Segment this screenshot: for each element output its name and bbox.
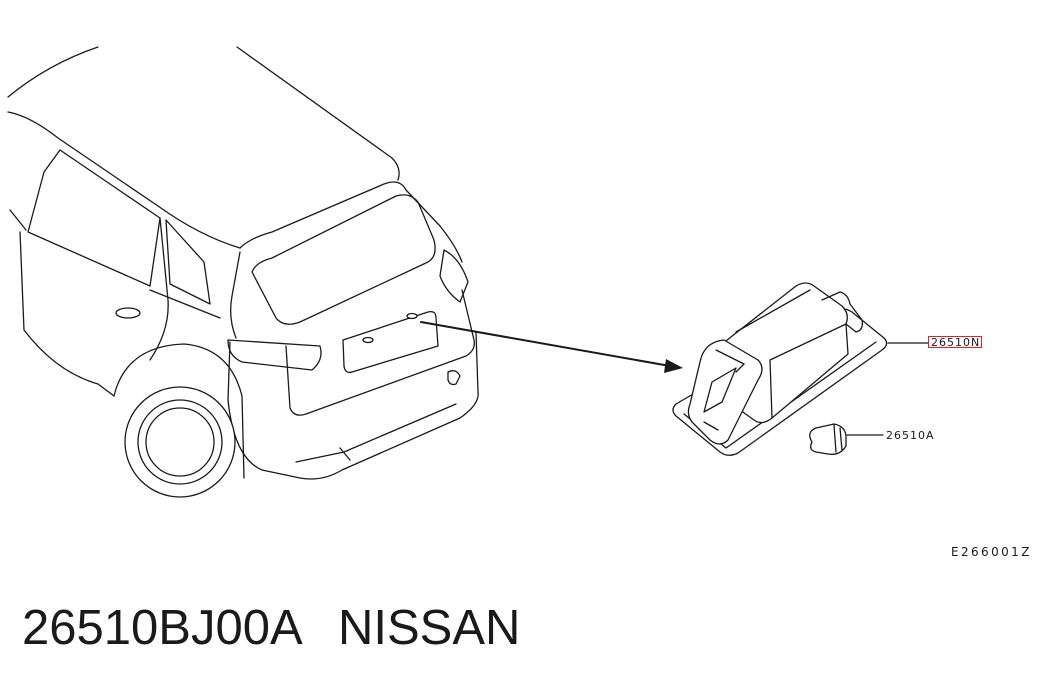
rear-wheel-hub [145,407,215,477]
vehicle-illustration [7,46,479,498]
front-side-window [27,149,161,287]
rear-quarter-window [165,219,211,305]
rear-window-glass [251,194,436,325]
window-belt-line [9,209,221,319]
lamp-housing-top [735,289,847,419]
bumper-lower-trim [295,403,457,463]
lamp-connector [687,339,763,445]
rear-combination-lamp [227,339,322,371]
bulb-glass [809,423,847,455]
license-plate-recess [342,310,439,374]
roof-outline-front [7,46,99,98]
bulb-base [833,424,843,453]
license-lamp-right-marker [406,312,418,320]
door-edge [149,217,169,361]
rear-reflector [447,370,461,386]
rear-wheel-rim [137,399,223,485]
wheel-arch [113,343,243,397]
connector-latch [703,349,745,431]
door-handle [115,307,141,319]
wedge-bulb [809,423,884,455]
license-lamp-assembly [672,282,929,456]
body-side-lower [19,231,245,479]
rear-tire [124,386,236,498]
rear-spoiler [239,181,463,263]
diagram-reference-code: E266001Z [951,545,1032,559]
roof-outline-rear [236,46,400,181]
tailgate-outline [285,289,475,416]
location-arrow [420,321,683,373]
d-pillar-line [230,251,241,339]
license-lamp-left-marker [362,336,374,344]
connector-slot [703,367,737,413]
rear-bumper [227,331,479,480]
lamp-clip [821,291,864,333]
arrow-shaft [420,321,671,367]
roof-rail-line [7,111,241,249]
right-tail-lamp [439,249,469,303]
caption-part-number: 26510BJ00A [22,601,303,655]
callout-lamp-assembly-highlighted[interactable]: 26510N [928,336,982,348]
arrow-head [664,359,683,373]
caption-brand: NISSAN [338,601,521,655]
callout-bulb[interactable]: 26510A [886,429,935,442]
